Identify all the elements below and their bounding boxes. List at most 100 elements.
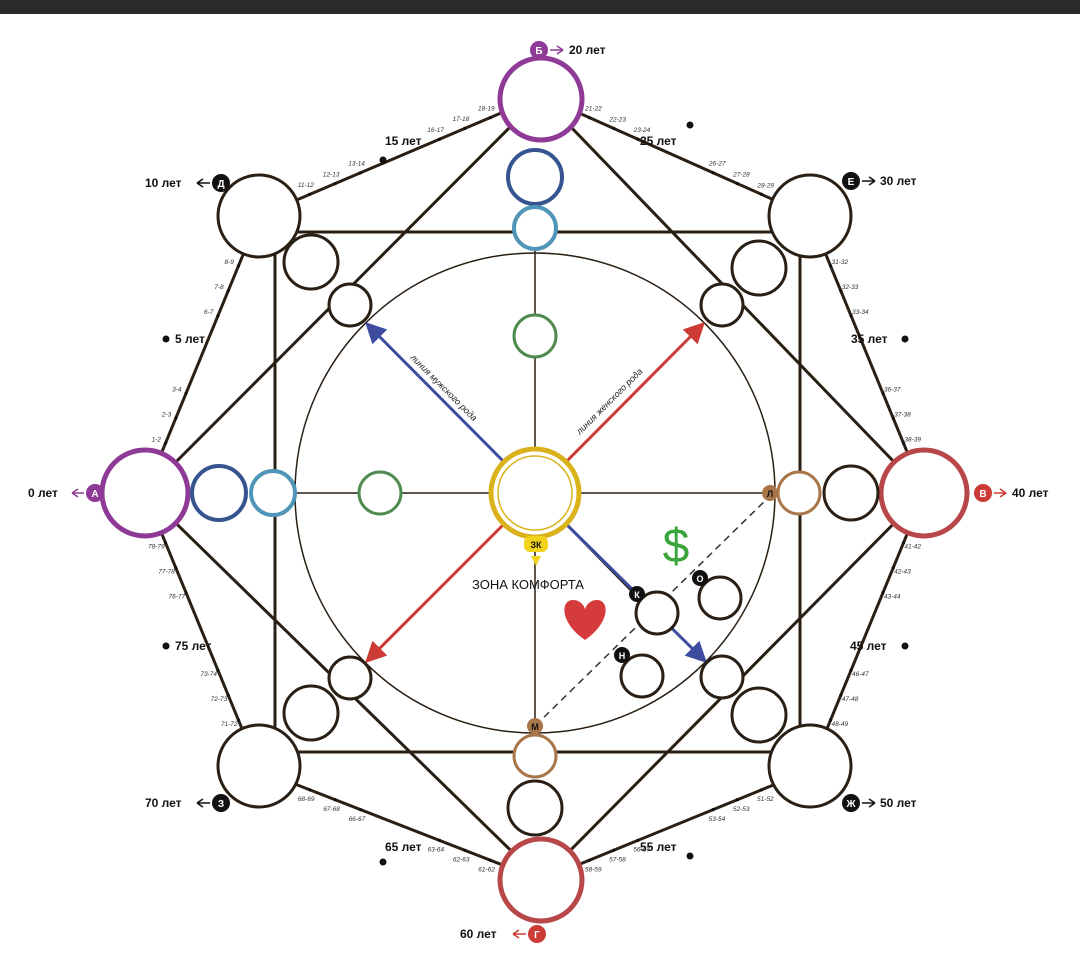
tick-dot: [163, 441, 168, 445]
tick-label: 58-59: [585, 866, 602, 873]
zk-marker: ЗК: [530, 540, 542, 550]
tick-dot: [828, 718, 833, 722]
tick-dot: [308, 192, 312, 196]
tick-dot: [828, 264, 833, 268]
a-chain-lightblue: [249, 469, 297, 517]
male-line-arrow: [365, 322, 512, 470]
tick-dot: [849, 668, 853, 672]
age-25: 25 лет: [640, 134, 677, 148]
tick-label: 27-28: [732, 171, 750, 178]
z-chain-2: [327, 655, 373, 701]
tick-dot: [174, 566, 178, 570]
age-ticks: 1-22-33-46-77-88-911-1212-1313-1416-1717…: [148, 105, 921, 873]
female-line-arrow-ne: [558, 322, 705, 470]
marker-m: М: [531, 722, 539, 732]
tick-dot: [891, 566, 895, 570]
tick-dot: [437, 137, 442, 141]
tick-label: 18-19: [478, 105, 495, 112]
tick-dot: [735, 798, 739, 802]
tick-label: 48-49: [831, 721, 848, 728]
marker-o: О: [696, 574, 703, 584]
tick-dot: [881, 391, 885, 395]
marker-b: Б: [535, 46, 542, 57]
tick-dot: [612, 126, 616, 130]
tick-label: 53-54: [709, 816, 726, 823]
point-zh-circle: [767, 723, 853, 809]
top-bar: [0, 0, 1080, 14]
tick-label: 68-69: [298, 796, 315, 803]
tick-dot: [735, 182, 739, 186]
tick-label: 36-37: [884, 386, 901, 393]
tick-label: 16-17: [427, 127, 444, 134]
tick-label: 12-13: [323, 171, 340, 178]
age-45: 45 лет: [850, 639, 887, 653]
tick-dot: [587, 858, 592, 862]
tick-dot: [612, 848, 616, 852]
tick-label: 62-63: [453, 857, 470, 864]
age-15: 15 лет: [385, 134, 422, 148]
e-chain-2: [699, 282, 745, 328]
tick-dot: [463, 848, 467, 852]
point-a-circle: [99, 447, 191, 539]
tick-label: 8-9: [225, 259, 235, 266]
point-b-circle: [497, 55, 585, 143]
tick-label: 66-67: [349, 816, 366, 823]
tick-dot: [587, 116, 592, 120]
tick-label: 77-78: [158, 569, 175, 576]
point-v-circle: [878, 447, 970, 539]
tick-label: 78-79: [148, 544, 165, 551]
tick-dot: [308, 788, 312, 792]
age-0: 0 лет: [28, 486, 58, 500]
tick-label: 57-58: [609, 857, 626, 864]
v-chain-outer: [822, 464, 880, 522]
point-o-circle: [697, 575, 743, 621]
tick-label: 6-7: [204, 309, 214, 316]
tick-label: 1-2: [152, 436, 162, 443]
tick-label: 38-39: [904, 436, 921, 443]
d-chain-2: [327, 282, 373, 328]
tick-dot: [163, 541, 168, 545]
marker-z: З: [218, 799, 224, 810]
dollar-icon: $: [663, 520, 690, 573]
tick-dot: [463, 126, 467, 130]
tick-label: 63-64: [428, 847, 445, 854]
tick-label: 11-12: [298, 182, 315, 189]
tick-label: 37-38: [894, 411, 911, 418]
center-circle: [488, 446, 582, 540]
b-chain-darkblue: [506, 148, 564, 206]
tick-dot: [184, 391, 188, 395]
point-z-circle: [216, 723, 302, 809]
tick-label: 67-68: [323, 806, 340, 813]
tick-dot: [711, 171, 715, 175]
age-60: 60 лет: [460, 927, 497, 941]
point-d-circle: [216, 173, 302, 259]
tick-label: 23-24: [633, 127, 651, 134]
tick-label: 76-77: [168, 594, 185, 601]
tick-label: 22-23: [608, 116, 626, 123]
tick-dot: [636, 137, 640, 141]
marker-g: Г: [534, 930, 540, 941]
tick-label: 17-18: [453, 116, 470, 123]
tick-dot: [236, 718, 241, 722]
tick-dot: [333, 182, 337, 186]
age-40: 40 лет: [1012, 486, 1049, 500]
marker-e: Е: [848, 177, 855, 188]
tick-dot: [226, 693, 230, 697]
d-chain-1: [282, 233, 340, 291]
tick-dot: [216, 314, 220, 318]
point-g-circle: [497, 836, 585, 924]
tick-label: 56-57: [633, 847, 650, 854]
tick-label: 32-33: [842, 284, 859, 291]
tick-dot: [636, 838, 640, 843]
dashed-line-l-m: [534, 493, 773, 727]
marker-v: В: [979, 489, 986, 500]
v-chain-brown: [776, 470, 822, 516]
female-line-label: линия женского рода: [574, 366, 645, 437]
marker-k: К: [634, 590, 640, 600]
tick-dot: [358, 171, 363, 175]
tick-label: 51-52: [757, 796, 774, 803]
tick-label: 46-47: [852, 671, 869, 678]
tick-label: 26-27: [708, 161, 726, 168]
marker-d: Д: [217, 179, 224, 190]
